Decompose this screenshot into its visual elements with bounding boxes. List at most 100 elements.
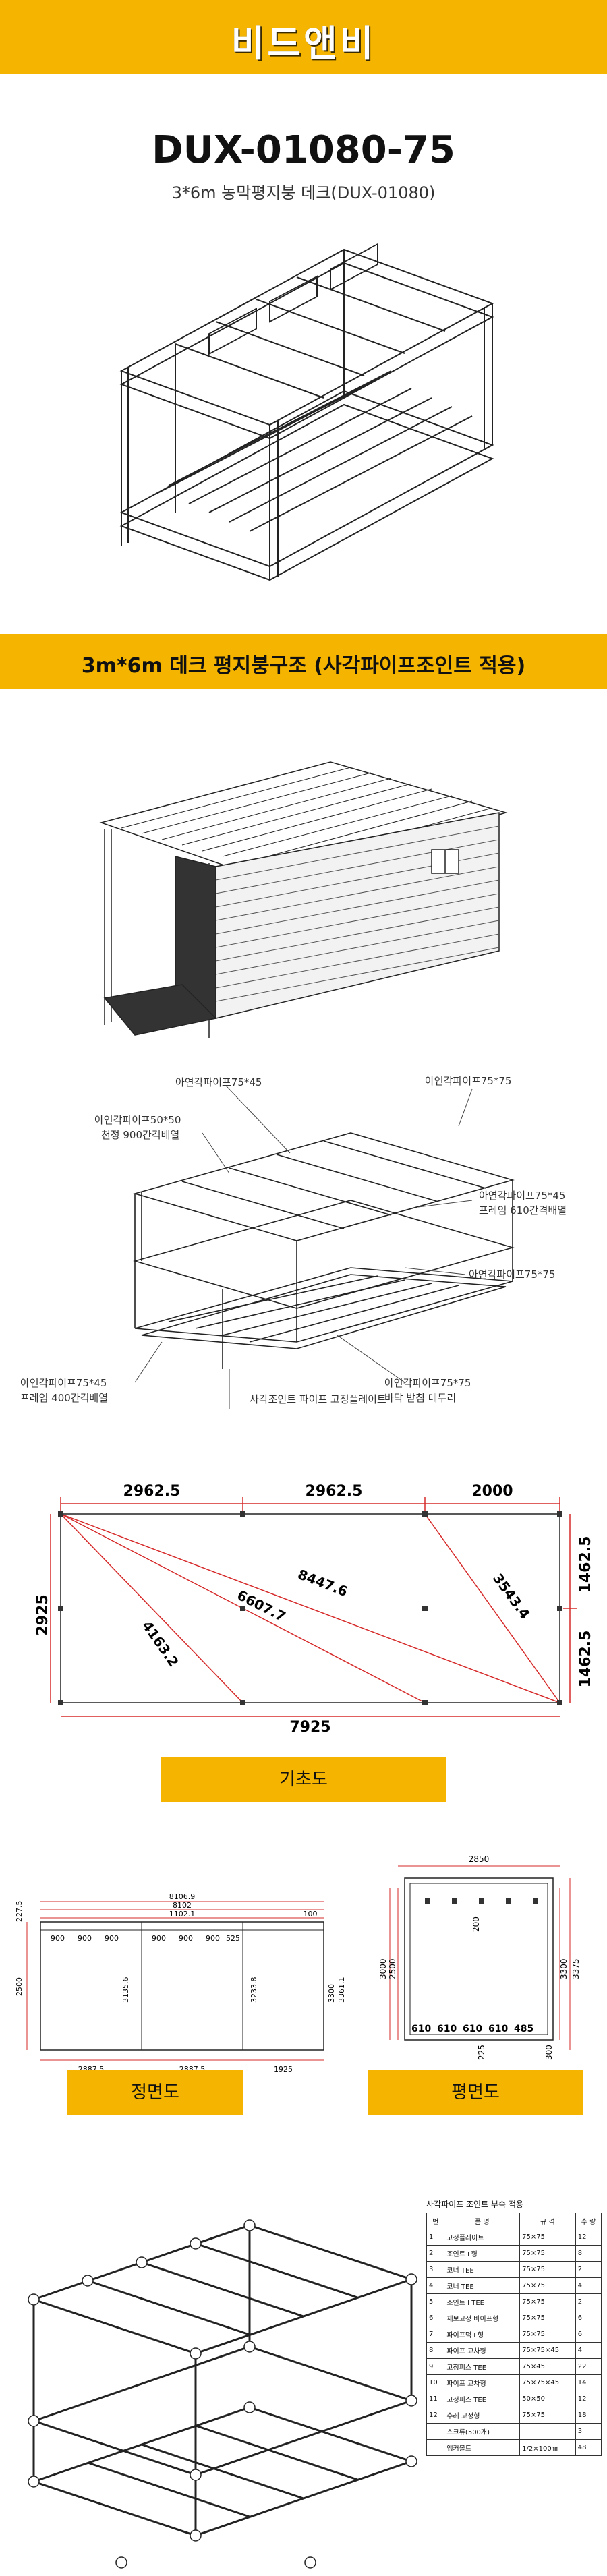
label-frame-pipe: 아연각파이프75*45 <box>479 1190 565 1202</box>
dim-top-3: 2000 <box>471 1483 513 1500</box>
dim-right-1: 1462.5 <box>577 1536 594 1593</box>
table-cell: 파이프덕 L형 <box>444 2326 521 2343</box>
table-cell: 75×75 <box>519 2293 576 2310</box>
space-1: 900 <box>51 1934 65 1943</box>
section-banner-title: 3m*6m 데크 평지붕구조 (사각파이프조인트 적용) <box>81 654 526 678</box>
dim-top-2: 2962.5 <box>306 1483 363 1500</box>
table-cell: 75×75 <box>519 2326 576 2343</box>
space-5: 900 <box>179 1934 193 1943</box>
table-cell: 4 <box>575 2277 602 2294</box>
space-7: 525 <box>226 1934 240 1943</box>
table-cell: 2 <box>426 2245 445 2262</box>
table-cell: 75×75 <box>519 2407 576 2424</box>
dim-diag-3: 8447.6 <box>295 1566 350 1600</box>
table-row: 스크류(500개) 3 <box>426 2423 602 2440</box>
table-cell: 12 <box>575 2391 602 2407</box>
table-cell: 1/2×100㎜ <box>519 2439 576 2456</box>
plan-right-2: 3375 <box>571 1958 581 1979</box>
plan-space-5: 485 <box>514 2024 533 2035</box>
table-cell: 코너 TEE <box>444 2277 521 2294</box>
label-floor-pipe: 아연각파이프75*45 <box>20 1377 107 1389</box>
foundation-drawing: 2962.5 2962.5 2000 2925 1462.5 1462.5 79… <box>34 1483 594 1736</box>
table-cell: 22 <box>575 2358 602 2375</box>
space-6: 900 <box>206 1934 220 1943</box>
plan-view-drawing: 2850 3000 2500 200 3300 3375 610 610 610… <box>378 1854 581 2060</box>
product-subtitle: 3*6m 농막평지붕 데크(DUX-01080) <box>171 183 436 202</box>
table-cell: 75×75 <box>519 2277 576 2294</box>
table-cell: 12 <box>426 2407 445 2424</box>
table-cell: 8 <box>426 2342 445 2359</box>
table-cell: 50×50 <box>519 2391 576 2407</box>
table-cell: 조인트 L형 <box>444 2245 521 2262</box>
dim-inner-3: 3300 <box>327 1984 336 2003</box>
table-cell <box>519 2423 576 2440</box>
table-cell: 75×75 <box>519 2310 576 2326</box>
table-cell: 75×75 <box>519 2229 576 2246</box>
table-cell: 6 <box>575 2326 602 2343</box>
section-banner <box>0 634 607 689</box>
table-cell: 9 <box>426 2358 445 2375</box>
table-cell: 75×75×45 <box>519 2374 576 2391</box>
dim-top-1: 2962.5 <box>123 1483 181 1500</box>
table-cell: 코너 TEE <box>444 2261 521 2278</box>
table-cell: 12 <box>575 2229 602 2246</box>
dim-inner-1: 3135.6 <box>121 1977 130 2003</box>
plan-right-1: 3300 <box>559 1958 569 1979</box>
label-roof-pipe: 아연각파이프75*45 <box>175 1076 262 1088</box>
label-joint-plate: 사각조인트 파이프 고정플레이트 <box>250 1393 386 1405</box>
table-cell: 2 <box>575 2261 602 2278</box>
table-cell: 조인트 I TEE <box>444 2293 521 2310</box>
table-cell: 11 <box>426 2391 445 2407</box>
table-cell: 스크류(500개) <box>444 2423 521 2440</box>
table-cell: 75×75×45 <box>519 2342 576 2359</box>
dim-diag-1: 4163.2 <box>139 1618 182 1670</box>
table-cell: 4 <box>426 2277 445 2294</box>
col-qty: 수 량 <box>575 2213 602 2229</box>
table-cell: 48 <box>575 2439 602 2456</box>
dim-right-2: 1462.5 <box>577 1631 594 1688</box>
table-cell: 75×75 <box>519 2245 576 2262</box>
dim-inner-4: 3361.1 <box>337 1977 346 2003</box>
space-2: 900 <box>78 1934 92 1943</box>
table-header-row: 번 품 명 규 격 수 량 <box>426 2213 602 2229</box>
col-name: 품 명 <box>444 2213 521 2229</box>
plan-inner-dim: 200 <box>471 1916 481 1932</box>
label-top-frame: 아연각파이프75*75 <box>425 1075 511 1087</box>
table-cell: 6 <box>426 2310 445 2326</box>
dim-overall-2: 8102 <box>173 1901 192 1910</box>
plan-top-dim: 2850 <box>469 1854 490 1864</box>
plan-space-4: 610 <box>488 2024 508 2035</box>
table-cell: 앵커볼트 <box>444 2439 521 2456</box>
label-column-pipe: 아연각파이프75*75 <box>469 1268 555 1281</box>
table-cell: 2 <box>575 2293 602 2310</box>
dim-left-2: 2500 <box>15 1977 24 1996</box>
table-cell: 파이프 교차형 <box>444 2342 521 2359</box>
dim-left: 2925 <box>34 1594 51 1635</box>
table-cell: 고정피스 TEE <box>444 2358 521 2375</box>
plan-left-2: 2500 <box>388 1958 397 1979</box>
table-cell: 3 <box>426 2261 445 2278</box>
table-cell <box>426 2439 445 2456</box>
table-cell: 고정플레이트 <box>444 2229 521 2246</box>
table-cell: 5 <box>426 2293 445 2310</box>
table-cell: 3 <box>575 2423 602 2440</box>
plan-space-1: 610 <box>411 2024 431 2035</box>
frame-illustration <box>119 243 494 581</box>
plan-space-2: 610 <box>437 2024 457 2035</box>
plan-left-1: 3000 <box>378 1958 388 1979</box>
table-cell: 14 <box>575 2374 602 2391</box>
table-cell: 8 <box>575 2245 602 2262</box>
building-illustration <box>99 761 508 1038</box>
dim-overhang: 100 <box>304 1910 318 1919</box>
